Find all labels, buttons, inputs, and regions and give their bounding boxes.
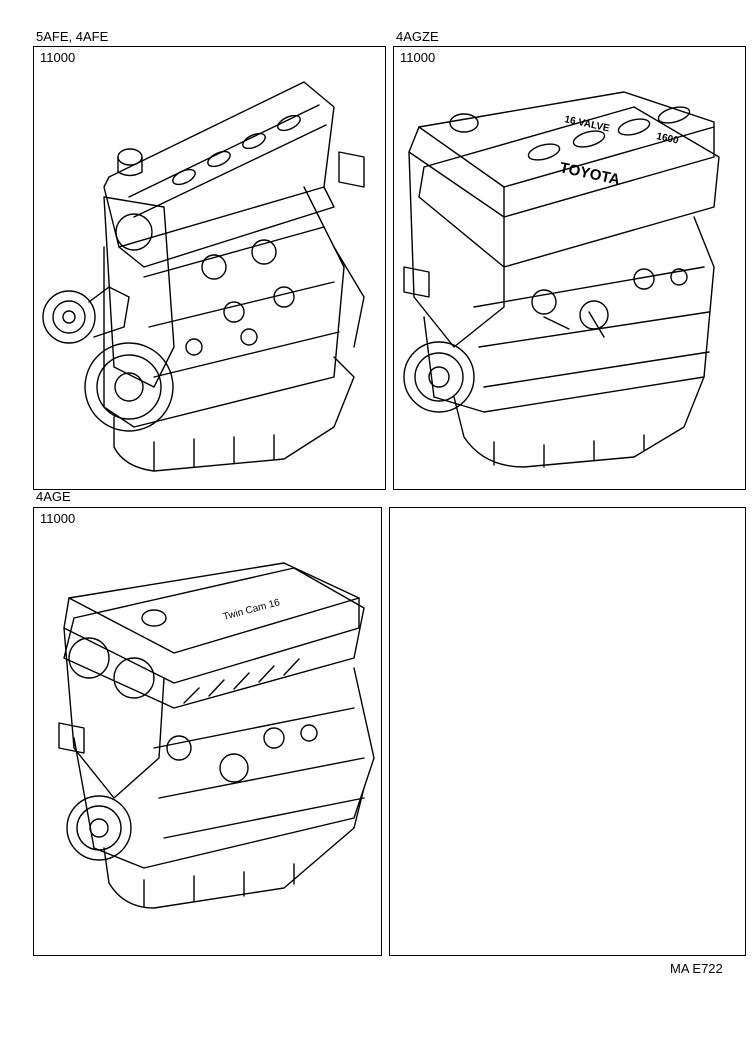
cover-valve-text: 16 VALVE [563, 114, 610, 134]
panel-4-frame-empty [389, 507, 746, 956]
engine-5afe-illustration [34, 47, 384, 488]
cover-displacement-text: 1600 [655, 131, 679, 146]
cover-twincam-text: Twin Cam 16 [222, 597, 282, 623]
panel-3-model-label: 4AGE [36, 489, 71, 504]
panel-2-model-label: 4AGZE [396, 29, 439, 44]
engine-4agze-illustration: TOYOTA 16 VALVE 1600 [394, 47, 744, 488]
panel-2-frame: 11000 [393, 46, 746, 490]
engine-4age-illustration: Twin Cam 16 [34, 508, 380, 954]
panel-3-part-number: 11000 [40, 511, 76, 526]
panel-3-frame: 11000 [33, 507, 382, 956]
panel-1-model-label: 5AFE, 4AFE [36, 29, 109, 44]
panel-2-part-number: 11000 [400, 50, 436, 65]
drawing-code: MA E722 [670, 961, 723, 976]
cover-brand-text: TOYOTA [558, 159, 621, 188]
panel-1-part-number: 11000 [40, 50, 76, 65]
panel-1-frame: 11000 [33, 46, 386, 490]
